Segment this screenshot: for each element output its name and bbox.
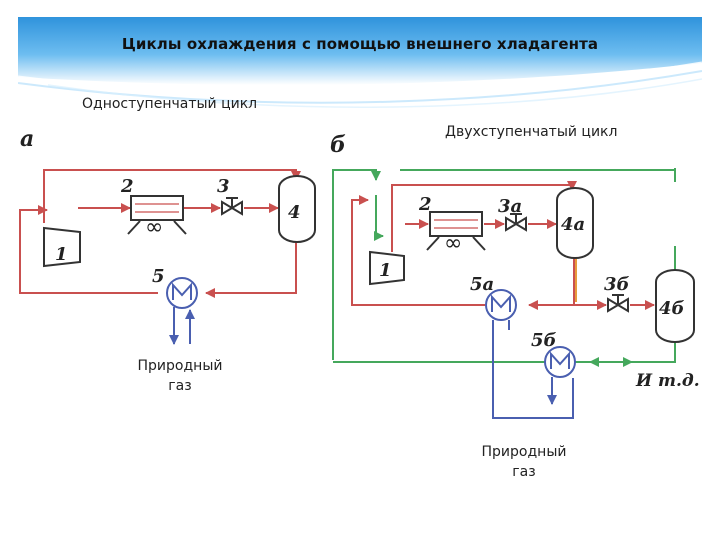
compressor-1b-shape bbox=[369, 250, 405, 286]
separator-4b-shape bbox=[655, 269, 695, 343]
left-gas-line2: газ bbox=[168, 378, 192, 394]
air-cooling-symbol-b: ∞ bbox=[444, 231, 462, 256]
natural-gas-lines-a bbox=[169, 307, 195, 345]
heat-exchanger-2-shape bbox=[130, 195, 184, 221]
gas-cooler-label: 5 bbox=[152, 266, 165, 287]
compressor-1-shape bbox=[43, 226, 81, 268]
heat-exchanger-b-label: 2 bbox=[418, 194, 432, 215]
diagram-single-stage: а 1 2 ∞ 3 4 5 bbox=[19, 126, 316, 345]
diagram-two-stage: б 1 2 ∞ bbox=[330, 132, 700, 419]
separator-4-shape bbox=[278, 175, 316, 243]
separator-a-label: 4а bbox=[561, 214, 585, 235]
panel-label-a: а bbox=[20, 126, 34, 152]
left-gas-line1: Природный bbox=[137, 358, 223, 374]
cooler-5b-shape bbox=[544, 346, 576, 378]
two-stage-caption: Двухступенчатый цикл bbox=[445, 124, 618, 140]
etc-label: И т.д. bbox=[635, 371, 700, 391]
right-natural-gas-caption: Природный газ bbox=[464, 442, 584, 482]
air-cooling-symbol: ∞ bbox=[145, 215, 163, 240]
valve-label: 3 bbox=[217, 176, 230, 197]
banner-background bbox=[18, 17, 702, 108]
separator-label: 4 bbox=[288, 202, 301, 223]
panel-label-b: б bbox=[330, 132, 346, 158]
separator-b-label: 4б bbox=[659, 298, 685, 319]
left-natural-gas-caption: Природный газ bbox=[120, 356, 240, 396]
separator-4a-shape bbox=[556, 187, 594, 259]
right-gas-line2: газ bbox=[512, 464, 536, 480]
title-banner: Циклы охлаждения с помощью внешнего хлад… bbox=[18, 17, 702, 117]
valve-b-label: 3б bbox=[604, 274, 630, 295]
compressor-label: 1 bbox=[55, 244, 68, 265]
cooler-a-label: 5а bbox=[470, 274, 494, 295]
heat-exchanger-2b-shape bbox=[429, 211, 483, 237]
heat-exchanger-label: 2 bbox=[120, 176, 134, 197]
cooler-b-label: 5б bbox=[531, 330, 557, 351]
compressor-b-label: 1 bbox=[379, 260, 392, 281]
right-gas-line1: Природный bbox=[481, 444, 567, 460]
natural-gas-lines-b bbox=[492, 320, 574, 419]
valve-a-label: 3а bbox=[498, 196, 522, 217]
gas-cooler-5-shape bbox=[166, 277, 198, 309]
slide-title: Циклы охлаждения с помощью внешнего хлад… bbox=[121, 35, 599, 53]
single-stage-caption: Одноступенчатый цикл bbox=[82, 96, 258, 112]
pipe-loop-a bbox=[19, 169, 301, 298]
